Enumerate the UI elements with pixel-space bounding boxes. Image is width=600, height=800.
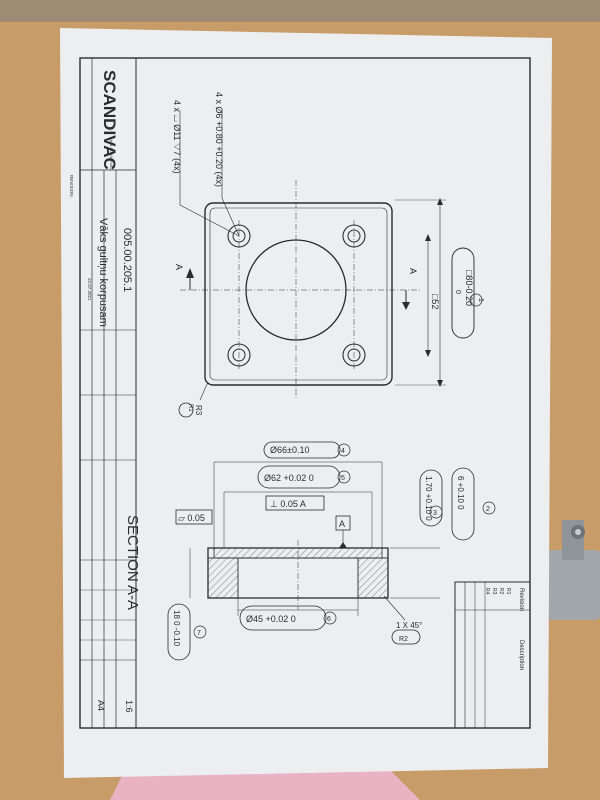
balloon-2: 2	[486, 506, 490, 513]
balloon-5: 5	[341, 475, 345, 482]
caliper	[548, 520, 600, 620]
dim-outer-nominal: 0	[454, 290, 461, 294]
datum-a: A	[339, 519, 345, 529]
balloon-6: 6	[327, 616, 331, 623]
chamfer: 1 X 45°	[396, 621, 422, 630]
revision-header: Revision	[518, 588, 524, 611]
balloon-4: 4	[341, 448, 345, 455]
revision-row-2: R2	[498, 588, 504, 595]
dim-62: Ø62 +0.02 0	[264, 473, 314, 483]
dim-outer: □80-0.20	[464, 270, 474, 306]
flatness: ▱ 0.05	[178, 513, 205, 523]
section-view	[167, 441, 496, 661]
plate-outline	[204, 202, 393, 386]
date: 22.07.2021	[87, 278, 92, 301]
top-view	[178, 110, 483, 418]
balloon-3: 3	[433, 510, 437, 517]
revision-label: REVISION	[69, 175, 74, 197]
title-block	[79, 57, 137, 729]
desk-far-edge	[0, 0, 600, 22]
revision-row-3: R3	[491, 588, 497, 595]
balloon-1: 1	[477, 298, 484, 302]
section-title: SECTION A-A	[124, 515, 141, 610]
dim-18: 18 0 -0.10	[172, 610, 181, 647]
part-name: Vāks gultņu korpusam	[97, 218, 109, 327]
radius-r2: R2	[399, 636, 408, 643]
scale: 1:6	[124, 700, 134, 713]
dim-6: 6 +0.10 0	[456, 476, 465, 510]
dim-170: 1.70 +0.10 0	[424, 476, 433, 521]
balloon-7: 7	[197, 630, 201, 637]
revision-table	[455, 582, 530, 728]
callout-holes: 4 x Ø6 +0.80 +0.20 (4x)	[214, 92, 224, 187]
sheet-size: A4	[96, 700, 106, 711]
drawing-number: 005.00.205.1	[121, 228, 133, 292]
revision-row-1: R1	[505, 588, 511, 595]
perpendicularity: ⊥ 0.05 A	[270, 499, 306, 509]
section-marker-right: A	[408, 268, 418, 274]
dim-inner: □52	[430, 294, 440, 309]
paper-sheet	[60, 28, 552, 778]
radius-r3: R3	[194, 405, 203, 416]
company-subtitle: UAB SCANDIVAC	[109, 138, 114, 170]
company-logo: SCANDIVAC	[100, 70, 119, 170]
revision-box	[454, 581, 531, 729]
section-marker-left: A	[174, 264, 184, 270]
revision-description-header: Description	[518, 640, 524, 670]
dim-45: Ø45 +0.02 0	[246, 614, 296, 624]
dim-66: Ø66±0.10	[270, 445, 309, 455]
callout-counterbore: 4 x ⌴ Ø11 ▽7 (4x)	[172, 100, 182, 174]
balloon-r1: R1	[187, 404, 193, 412]
revision-row-4: R4	[484, 588, 490, 595]
